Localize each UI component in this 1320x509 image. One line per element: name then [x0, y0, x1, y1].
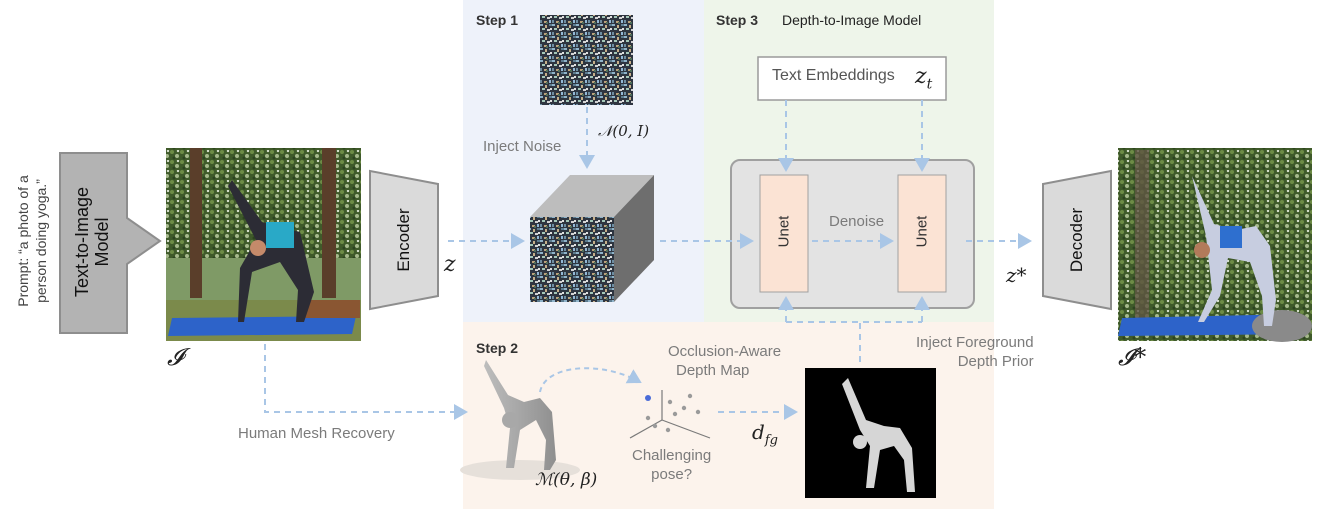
output-image	[1118, 148, 1312, 342]
input-image	[166, 148, 361, 341]
depth-map-image	[805, 368, 936, 498]
step3-label: Step 3	[716, 12, 759, 28]
input-image-symbol: 𝓘	[167, 343, 184, 371]
latent-z: z	[444, 252, 456, 277]
occlusion-label: Occlusion-Aware Depth Map	[668, 342, 781, 380]
occlusion-line-1: Occlusion-Aware	[668, 343, 782, 360]
prompt-text: Prompt: “a photo of a person doing yoga.…	[14, 146, 56, 336]
text-embeddings-label: Text Embeddings	[772, 67, 895, 85]
output-image-symbol: 𝓘*	[1118, 343, 1147, 371]
mesh-model-symbol: ℳ(θ, β)	[535, 470, 598, 490]
t2i-line-2: Model	[92, 217, 112, 267]
step2-label: Step 2	[476, 340, 519, 356]
challenging-pose-label: Challenging pose?	[632, 446, 711, 484]
encoder-label: Encoder	[394, 208, 413, 272]
inject-foreground-label: Inject Foreground Depth Prior	[916, 333, 1034, 371]
decoder-shape	[1042, 169, 1112, 311]
human-mesh-recovery-label: Human Mesh Recovery	[238, 425, 395, 442]
occlusion-line-2: Depth Map	[676, 362, 750, 379]
noise-square	[540, 15, 633, 105]
depth-d: d	[752, 420, 765, 444]
challenging-line-2: pose?	[651, 466, 693, 483]
unet-2-label: Unet	[913, 215, 931, 248]
text-embeddings-text: Text Embeddings	[772, 67, 895, 84]
text-embedding-symbol: zt	[915, 64, 932, 92]
flow-arrows	[264, 100, 1032, 420]
pose-decision-graph	[629, 390, 711, 439]
prompt-line-2: person doing yoga.”	[33, 179, 49, 303]
t2i-model-label: Text-to-Image Model	[72, 157, 112, 327]
step1-label: Step 1	[476, 12, 519, 28]
text-emb-sub: t	[926, 76, 933, 93]
noisy-latent-cube	[530, 175, 654, 302]
t2i-block-arrow	[59, 152, 162, 334]
text-emb-z: z	[915, 64, 927, 89]
output-latent-z: z*	[1006, 263, 1027, 287]
prompt-line-1: Prompt: “a photo of a	[15, 175, 31, 307]
noise-distribution: 𝒩(0, I)	[598, 122, 650, 140]
unet-1-label: Unet	[775, 215, 793, 248]
denoise-label: Denoise	[829, 213, 885, 230]
human-mesh-figure	[460, 360, 580, 480]
challenging-line-1: Challenging	[632, 447, 712, 464]
mesh-to-cloud-arrow	[539, 367, 642, 393]
unet-1-box	[759, 174, 809, 293]
text-embeddings-box	[757, 56, 947, 101]
inject-fg-line-1: Inject Foreground	[916, 334, 1034, 351]
depth-sub: fg	[764, 433, 778, 448]
decoder-label: Decoder	[1067, 207, 1086, 273]
depth-fg-symbol: dfg	[752, 420, 778, 448]
inject-fg-line-2: Depth Prior	[957, 353, 1034, 370]
step3-title: Depth-to-Image Model	[782, 12, 922, 28]
unet-2-box	[897, 174, 947, 293]
inject-noise-label: Inject Noise	[483, 138, 562, 155]
t2i-line-1: Text-to-Image	[72, 186, 92, 298]
encoder-shape	[369, 169, 439, 311]
